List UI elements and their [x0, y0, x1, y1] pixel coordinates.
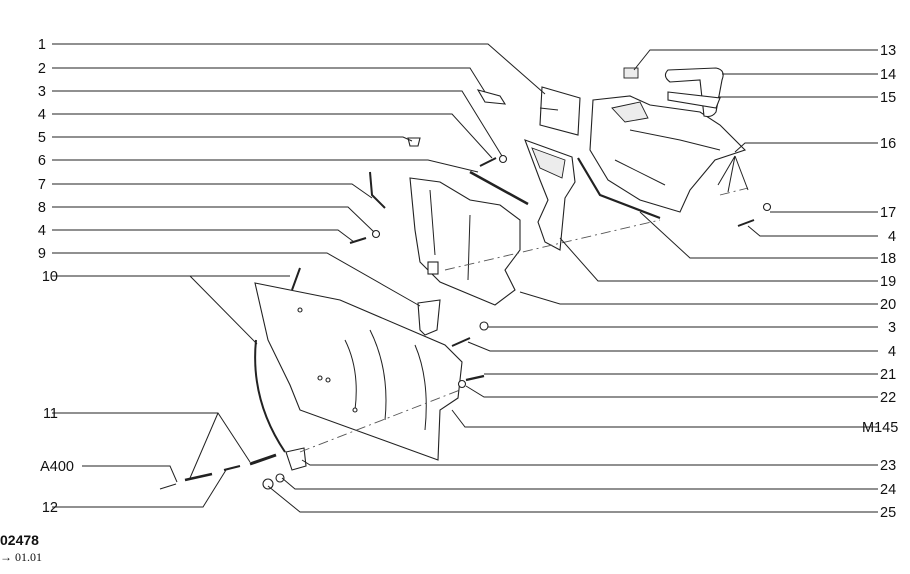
- validity-note: → 01.01: [0, 550, 42, 564]
- callout-25: 25: [880, 505, 896, 521]
- callout-10: 10: [42, 269, 58, 285]
- callout-20: 20: [880, 297, 896, 313]
- callout-7: 7: [38, 177, 46, 193]
- callout-1: 1: [38, 37, 46, 53]
- callout-16: 16: [880, 136, 896, 152]
- callout-4c: 4: [888, 229, 896, 245]
- callout-3b: 3: [888, 320, 896, 336]
- callout-22: 22: [880, 390, 896, 406]
- callout-a400: A400: [40, 459, 74, 475]
- flap-plate: [539, 86, 581, 136]
- callout-5: 5: [38, 130, 46, 146]
- callouts-left: 1 2 3 4 5 6 7 8 4 9 10 11 A400 12: [38, 37, 74, 516]
- heater-casing-left: [409, 177, 521, 306]
- callout-9: 9: [38, 246, 46, 262]
- callout-6: 6: [38, 153, 46, 169]
- callout-24: 24: [880, 482, 896, 498]
- firewall-panel: [254, 282, 463, 461]
- air-duct: [524, 139, 576, 251]
- heater-housing-right: [589, 95, 747, 213]
- callout-12: 12: [42, 500, 58, 516]
- clip-13: [623, 67, 639, 79]
- callout-13: 13: [880, 43, 896, 59]
- callout-2: 2: [38, 61, 46, 77]
- callout-23: 23: [880, 458, 896, 474]
- callout-18: 18: [880, 251, 896, 267]
- callout-3: 3: [38, 84, 46, 100]
- callout-14: 14: [880, 67, 896, 83]
- callout-15: 15: [880, 90, 896, 106]
- callout-11: 11: [43, 406, 58, 422]
- callout-21: 21: [880, 367, 896, 383]
- callout-m145: M145: [862, 420, 898, 436]
- hose-15: [667, 91, 721, 109]
- small-parts: [159, 89, 772, 490]
- callout-4b: 4: [38, 223, 46, 239]
- callout-8: 8: [38, 200, 46, 216]
- callout-19: 19: [880, 274, 896, 290]
- callout-17: 17: [880, 205, 896, 221]
- callout-4a: 4: [38, 107, 46, 123]
- seal-strip: [577, 157, 661, 220]
- callout-4d: 4: [888, 344, 896, 360]
- seal-strip-6: [469, 170, 529, 206]
- leader-lines: [52, 43, 878, 513]
- callouts-right: 13 14 15 16 17 4 18 19 20 3 4 21 22 M145…: [862, 43, 898, 521]
- drawing-code: 02478: [0, 532, 39, 548]
